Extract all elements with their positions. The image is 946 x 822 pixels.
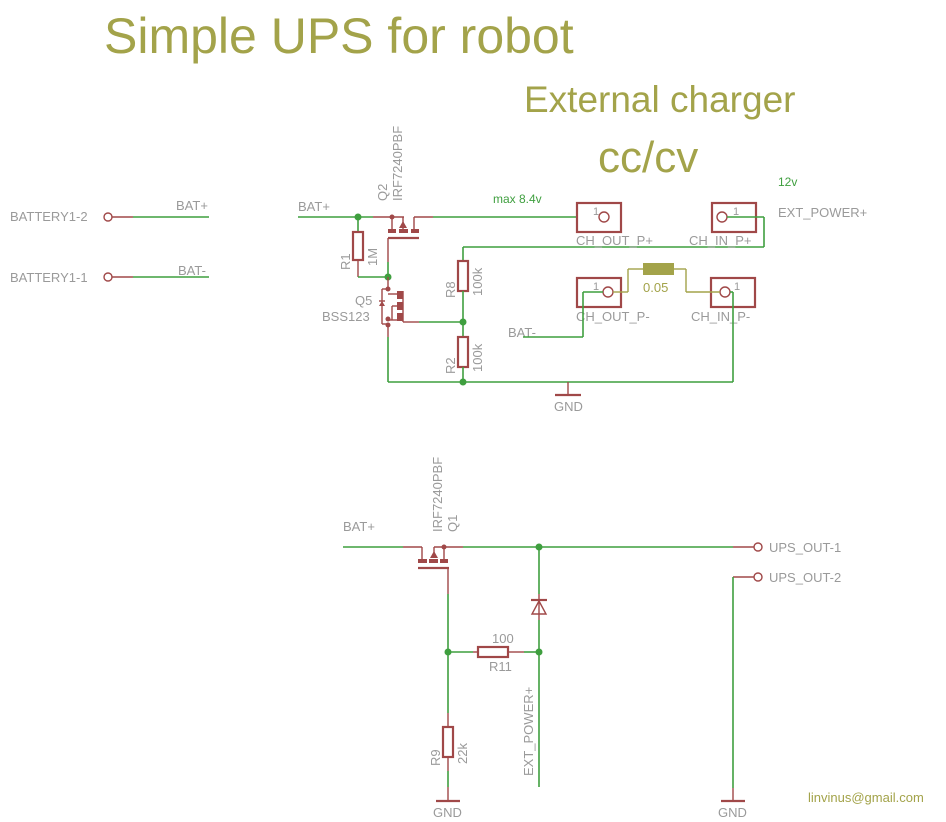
- ext-power-net-label: EXT_POWER+: [778, 205, 867, 220]
- battery-pin2-label: BATTERY1-2: [10, 209, 88, 224]
- connector-ch-in-pos[interactable]: 1 CH_IN_P+: [689, 201, 758, 248]
- q2-value: IRF7240PBF: [390, 126, 405, 201]
- battery-pin1-terminal[interactable]: [103, 272, 113, 282]
- q1-value: IRF7240PBF: [430, 457, 445, 532]
- mosfet-q1: IRF7240PBF Q1: [418, 457, 463, 594]
- mosfet-q5: Q5 BSS123: [322, 277, 419, 337]
- shunt-resistor: 0.05: [613, 263, 720, 295]
- gnd-symbol-r9: GND: [433, 787, 462, 820]
- pin-number: 1: [734, 281, 740, 293]
- net-label-bat-pos-top: BAT+: [298, 199, 330, 214]
- gnd-label: GND: [554, 399, 583, 414]
- ch-in-pos-label: CH_IN_P+: [689, 233, 752, 248]
- net-label-bat-pos: BAT+: [176, 198, 208, 213]
- r1-name: R1: [338, 253, 353, 270]
- resistor-r9: R9 22k: [428, 652, 470, 787]
- battery-connector: BATTERY1-2 BAT+ BATTERY1-1 BAT-: [10, 198, 209, 285]
- q1-name: Q1: [445, 515, 460, 532]
- connector-ch-out-pos[interactable]: 1 CH_OUT_P+: [575, 201, 653, 248]
- net-label-bat-pos-bottom: BAT+: [343, 519, 375, 534]
- resistor-r8: R8 100k: [443, 247, 485, 322]
- r9-name: R9: [428, 749, 443, 766]
- q5-value: BSS123: [322, 309, 370, 324]
- resistor-r1: R1 1M: [338, 217, 388, 278]
- ups-out-pin2-terminal[interactable]: [753, 572, 763, 582]
- ups-out-pin2-label: UPS_OUT-2: [769, 570, 841, 585]
- resistor-r11: 100 R11: [448, 631, 539, 674]
- r2-name: R2: [443, 357, 458, 374]
- ch-out-pos-label: CH_OUT_P+: [576, 233, 653, 248]
- r11-value: 100: [492, 631, 514, 646]
- mosfet-q2: Q2 IRF7240PBF: [375, 126, 419, 262]
- r11-name: R11: [489, 659, 512, 674]
- connector-ch-out-neg[interactable]: 1 CH_OUT_P-: [575, 276, 650, 324]
- connector-ch-in-neg[interactable]: 1 CH_IN_P-: [691, 276, 757, 324]
- pin-number: 1: [593, 206, 599, 218]
- gnd-symbol-top: GND: [554, 382, 583, 414]
- net-label-bat-neg: BAT-: [178, 263, 206, 278]
- r1-value: 1M: [365, 248, 380, 266]
- ups-out-connector: UPS_OUT-1 UPS_OUT-2: [732, 540, 841, 788]
- ext-power-vertical-label: EXT_POWER+: [521, 687, 536, 776]
- q5-name: Q5: [355, 293, 372, 308]
- r8-value: 100k: [470, 267, 485, 296]
- battery-pin2-terminal[interactable]: [103, 212, 113, 222]
- ups-out-pin1-terminal[interactable]: [753, 542, 763, 552]
- max-voltage-note: max 8.4v: [493, 192, 542, 206]
- pin-number: 1: [593, 281, 599, 293]
- charger-mode: cc/cv: [598, 133, 698, 182]
- ch-out-neg-label: CH_OUT_P-: [576, 309, 650, 324]
- pin-number: 1: [733, 206, 739, 218]
- schematic-title: Simple UPS for robot: [104, 8, 574, 64]
- q2-name: Q2: [375, 184, 390, 201]
- ext-voltage-note: 12v: [778, 175, 797, 189]
- battery-pin1-label: BATTERY1-1: [10, 270, 88, 285]
- r2-value: 100k: [470, 343, 485, 372]
- diode: [530, 547, 548, 652]
- shunt-value: 0.05: [643, 280, 668, 295]
- author-email: linvinus@gmail.com: [808, 790, 924, 805]
- gnd-label: GND: [433, 805, 462, 820]
- ups-out-pin1-label: UPS_OUT-1: [769, 540, 841, 555]
- gnd-label: GND: [718, 805, 747, 820]
- resistor-r2: R2 100k: [443, 322, 485, 382]
- ch-in-neg-label: CH_IN_P-: [691, 309, 750, 324]
- r9-value: 22k: [455, 743, 470, 764]
- charger-title: External charger: [524, 79, 795, 120]
- gnd-symbol-ups: GND: [718, 788, 747, 820]
- r8-name: R8: [443, 281, 458, 298]
